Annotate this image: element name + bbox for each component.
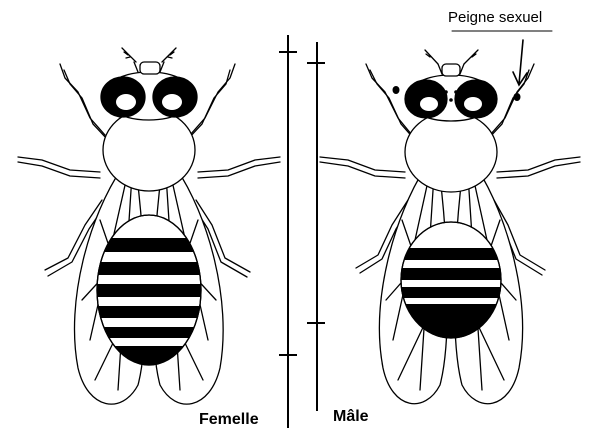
scale-bar-female [279, 35, 297, 428]
female-label: Femelle [199, 411, 259, 429]
female-head [101, 48, 197, 120]
sex-comb-label: Peigne sexuel [448, 9, 542, 26]
male-head [405, 50, 497, 121]
sex-comb-right-icon [514, 93, 521, 101]
female-thorax [103, 109, 195, 191]
callout-arrow-shaft [519, 40, 523, 84]
male-fly [320, 50, 580, 404]
male-thorax [405, 112, 497, 192]
male-label: Mâle [333, 408, 369, 426]
female-fly [18, 48, 280, 404]
sex-comb-left-icon [393, 86, 400, 94]
scale-bar-male [307, 42, 325, 411]
